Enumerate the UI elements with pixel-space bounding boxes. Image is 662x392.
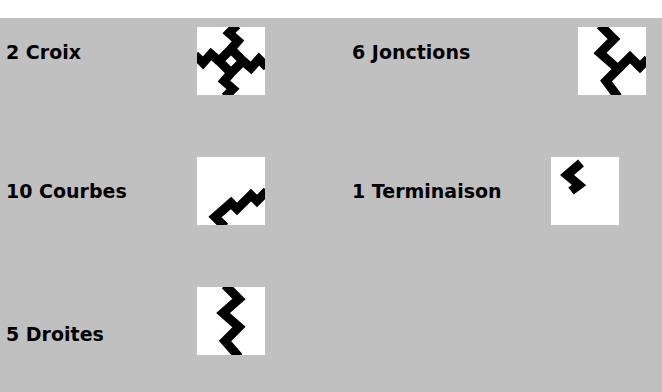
count-label: 1 Terminaison	[352, 180, 502, 203]
curve-tile	[197, 157, 267, 227]
count-label: 5 Droites	[6, 323, 104, 346]
count-label: 2 Croix	[6, 41, 81, 64]
cross-tile	[195, 25, 267, 97]
ending-tile	[551, 157, 619, 225]
count-label: 6 Jonctions	[352, 41, 470, 64]
count-label: 10 Courbes	[6, 180, 127, 203]
junction-tile	[578, 25, 648, 97]
straight-tile	[197, 285, 265, 357]
